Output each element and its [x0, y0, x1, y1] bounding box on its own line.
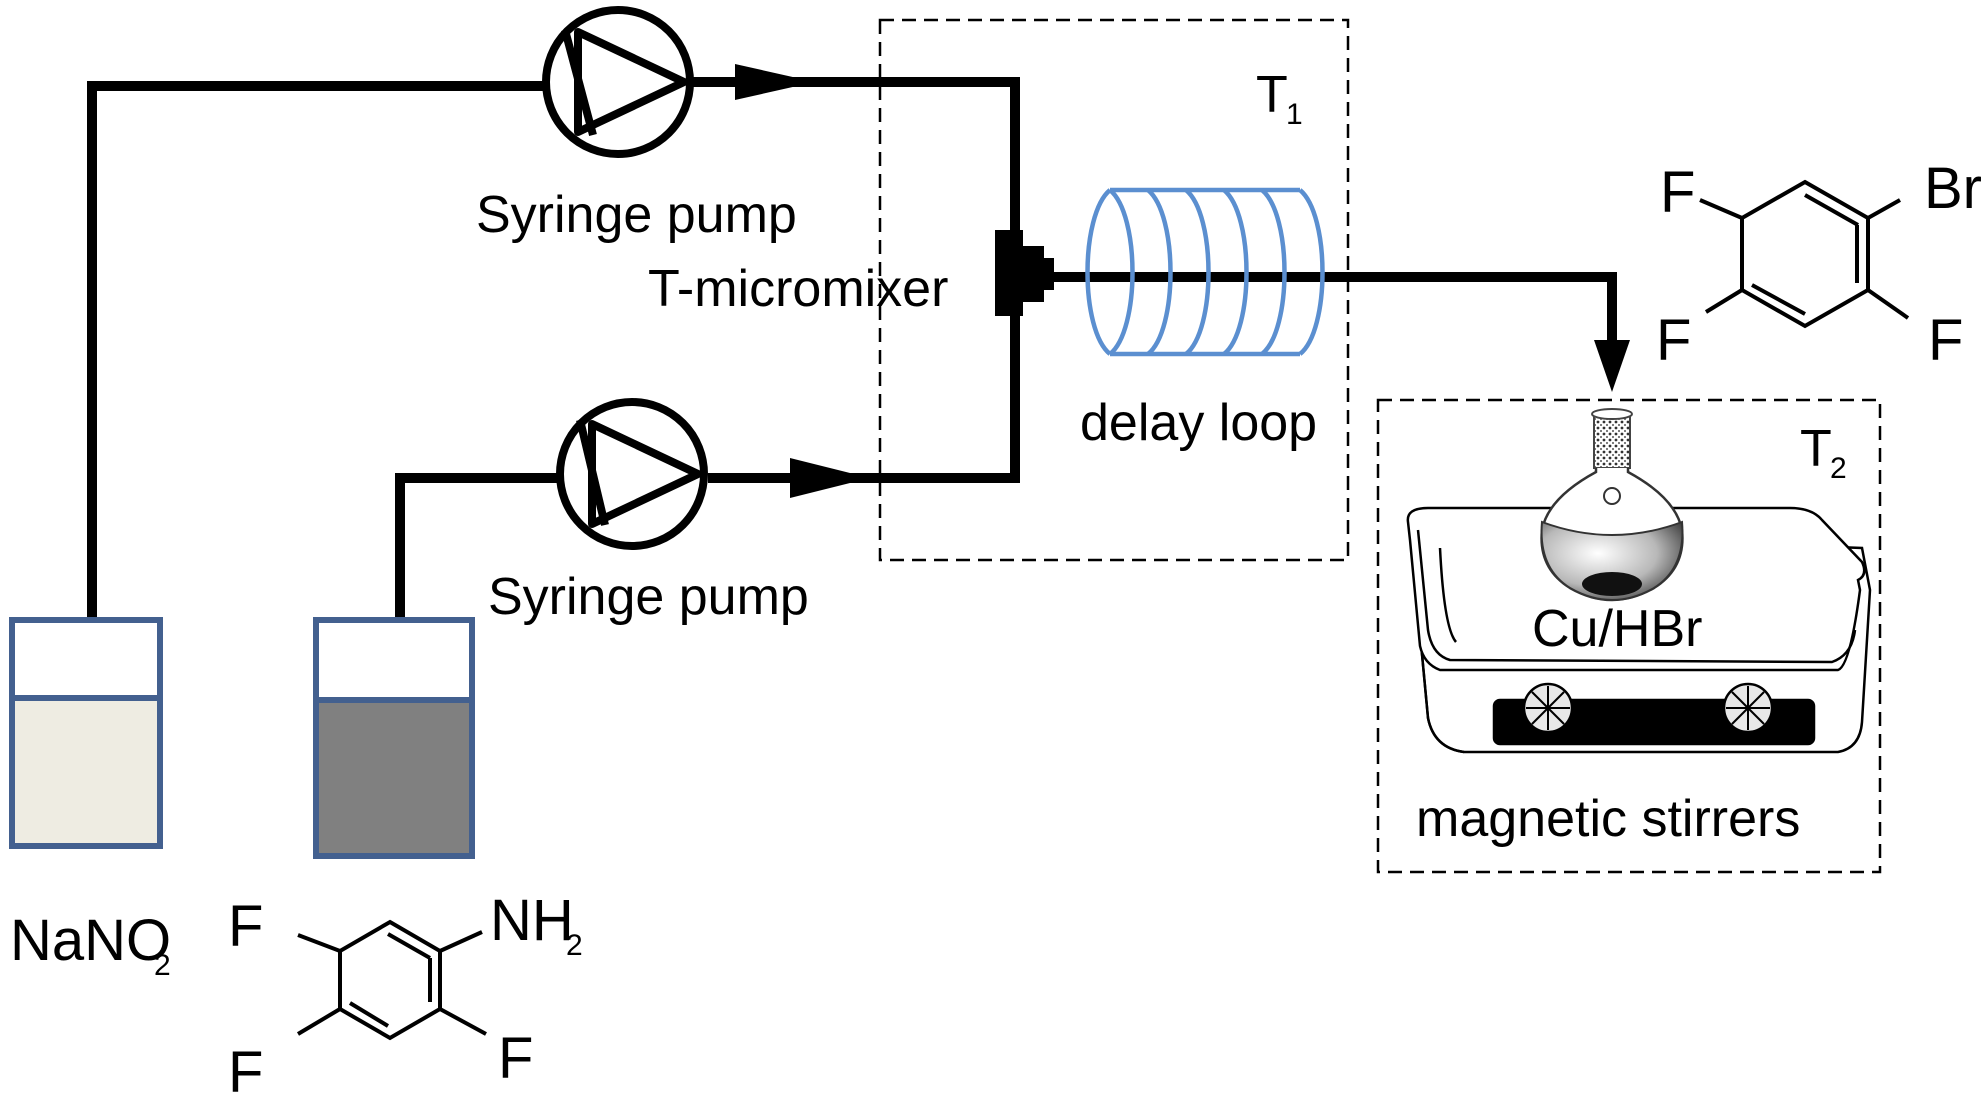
reactant-molecule: F F F NH 2 [228, 888, 583, 1098]
arrow-bottom [790, 458, 870, 498]
zone-t2-box [1376, 398, 1882, 874]
label-t2-subscript: 2 [1830, 452, 1847, 485]
label-syringe-pump-top: Syringe pump [476, 186, 797, 244]
tube-top-pump-out [690, 77, 1020, 280]
reservoir-nano2 [9, 617, 163, 849]
reactant-f-bottom-right: F [498, 1026, 533, 1091]
product-molecule: F F F Br [1656, 156, 1982, 373]
product-bromine: Br [1924, 156, 1982, 221]
tubing [87, 77, 1617, 620]
product-f-bottom-left: F [1656, 308, 1691, 373]
label-magnetic-stirrers: magnetic stirrers [1416, 790, 1800, 848]
label-nano2: NaNO [10, 908, 171, 973]
tube-to-flask [1050, 272, 1617, 345]
label-delay-loop: delay loop [1080, 394, 1317, 452]
reactant-f-top: F [228, 894, 263, 959]
reactant-amine-subscript: 2 [566, 929, 583, 962]
reservoir-amine [313, 617, 475, 859]
tube-nano2-line [87, 81, 545, 620]
product-f-bottom-right: F [1928, 308, 1963, 373]
label-cu-hbr: Cu/HBr [1532, 600, 1702, 658]
label-t-micromixer: T-micromixer [648, 260, 948, 318]
flask-icon [1540, 408, 1684, 602]
product-f-top: F [1660, 160, 1695, 225]
label-t1: T [1256, 66, 1288, 124]
syringe-pump-bottom-icon [556, 398, 708, 550]
syringe-pump-top-icon [542, 6, 694, 158]
t-micromixer-icon [995, 230, 1054, 316]
arrow-top [735, 64, 815, 100]
label-t1-subscript: 1 [1286, 98, 1303, 131]
reactant-f-bottom-left: F [228, 1040, 263, 1098]
label-t2: T [1800, 420, 1832, 478]
magnetic-stirrer-icon [1406, 506, 1872, 754]
label-nano2-subscript: 2 [154, 949, 171, 982]
delay-loop-coil-icon [1085, 187, 1325, 357]
tube-amine-line [395, 473, 560, 620]
zone-t1-box [878, 18, 1350, 562]
tube-bottom-pump-out [708, 300, 1020, 483]
arrow-down-to-flask [1594, 340, 1630, 392]
label-syringe-pump-bottom: Syringe pump [488, 568, 809, 626]
reactant-amine: NH [490, 888, 574, 953]
